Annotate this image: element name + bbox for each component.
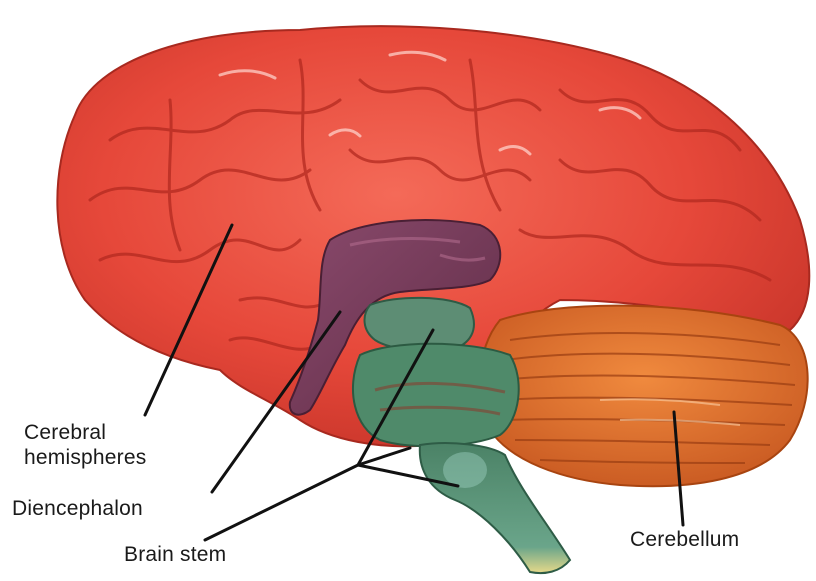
label-cerebellum: Cerebellum — [630, 527, 739, 552]
label-cerebral-line1: Cerebral — [24, 420, 146, 445]
label-diencephalon: Diencephalon — [12, 496, 143, 521]
label-cerebral-line2: hemispheres — [24, 445, 146, 470]
label-brain-stem: Brain stem — [124, 542, 226, 567]
label-cerebral-hemispheres: Cerebral hemispheres — [24, 420, 146, 470]
leader-line-brainstem-main — [205, 465, 358, 540]
cropped-header-text — [0, 0, 816, 10]
midbrain-shape — [365, 298, 474, 351]
